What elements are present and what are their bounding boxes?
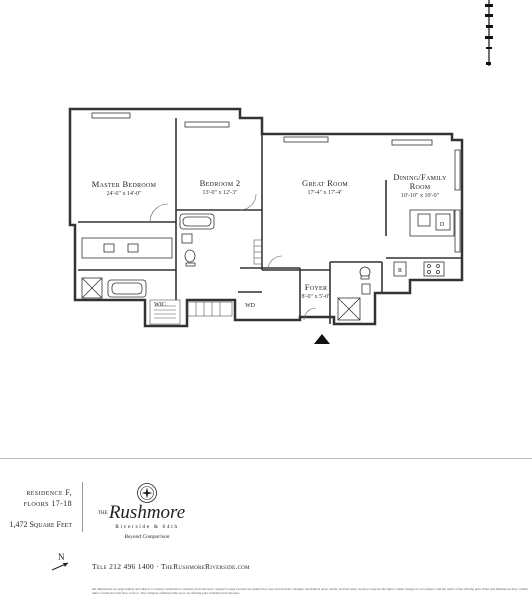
great-room-label: Great Room — [302, 178, 348, 188]
bedroom-2-dims: 13'-0" x 12'-3" — [202, 190, 238, 196]
refrigerator-label: R — [398, 268, 402, 274]
footer-divider — [0, 458, 532, 459]
dining-family-label: Dining/Family — [393, 172, 447, 182]
bedroom-2-label: Bedroom 2 — [200, 178, 241, 188]
master-bedroom-label: Master Bedroom — [92, 179, 157, 189]
footer-separator — [82, 482, 83, 532]
rushmore-logo: THE Rushmore Riverside & 64th Beyond Com… — [92, 482, 202, 540]
residence-title: residence F, floors 17-18 — [0, 487, 72, 509]
bath-2-fixtures — [179, 213, 215, 267]
door-swings — [149, 193, 317, 321]
logo-tagline: Beyond Comparison — [124, 534, 170, 540]
wd-label: WD — [245, 303, 256, 309]
square-footage: 1,472 Square Feet — [9, 520, 72, 529]
contact-line: Tele 212 496 1400 · TheRushmoreRiverside… — [92, 562, 250, 571]
powder-room-fixtures — [337, 266, 371, 321]
logo-the: THE — [98, 511, 108, 516]
seal-icon — [137, 483, 157, 503]
logo-name: Rushmore — [108, 502, 186, 523]
north-indicator: N — [50, 552, 72, 577]
north-label: N — [58, 552, 65, 562]
master-bath-fixtures — [81, 237, 173, 299]
floor-plan: Master Bedroom 24'-6" x 14'-0" Bedroom 2… — [68, 0, 493, 344]
master-bedroom-dims: 24'-6" x 14'-0" — [106, 191, 142, 197]
entry-arrow-icon — [314, 334, 330, 344]
kitchen-fixtures — [393, 209, 455, 277]
great-room-dims: 17'-4" x 17'-4" — [307, 190, 343, 196]
legal-disclaimer: All dimensions are approximate and subje… — [92, 587, 528, 595]
logo-subtitle: Riverside & 64th — [115, 524, 179, 530]
exterior-walls — [68, 107, 464, 328]
interior-walls — [78, 118, 462, 324]
windows — [91, 112, 461, 253]
north-arrow-icon: N — [51, 552, 69, 571]
dining-family-label-2: Room — [410, 181, 431, 191]
dishwasher-label: D — [440, 222, 445, 228]
floors-line: floors 17-18 — [23, 499, 72, 508]
residence-line: residence F, — [26, 488, 72, 497]
dining-family-dims: 10'-10" x 10'-0" — [401, 193, 440, 199]
wic-label: WIC — [154, 302, 166, 308]
keyplan-icon — [485, 0, 493, 66]
closets — [149, 239, 263, 325]
foyer-dims: 8'-0" x 5'-0" — [301, 294, 331, 300]
foyer-label: Foyer — [305, 282, 328, 292]
